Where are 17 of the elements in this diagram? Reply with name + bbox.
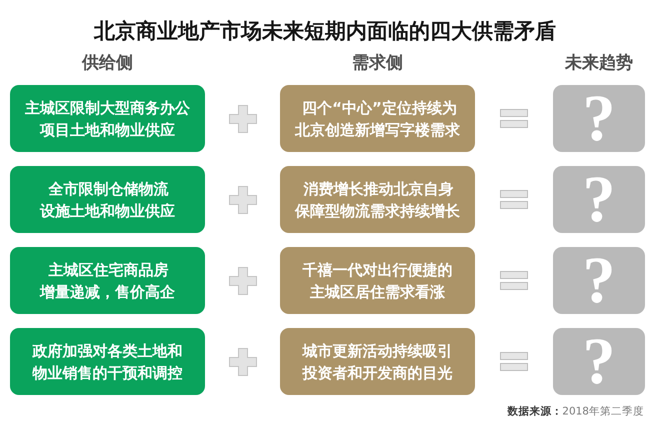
question-mark-box: ? (553, 166, 645, 233)
demand-box: 消费增长推动北京自身保障型物流需求持续增长 (280, 166, 475, 233)
demand-box: 城市更新活动持续吸引投资者和开发商的目光 (280, 328, 475, 395)
supply-box: 主城区限制大型商务办公项目土地和物业供应 (10, 85, 205, 152)
title: 北京商业地产市场未来短期内面临的四大供需矛盾 (94, 18, 556, 44)
column-heading: 需求侧 (352, 53, 403, 73)
supply-box: 全市限制仓储物流设施土地和物业供应 (10, 166, 205, 233)
supply-box: 主城区住宅商品房增量递减，售价高企 (10, 247, 205, 314)
demand-box: 四个“中心”定位持续为北京创造新增写字楼需求 (280, 85, 475, 152)
source-note: 数据来源：2018年第二季度 (507, 406, 644, 418)
question-mark-box: ? (553, 328, 645, 395)
question-mark-box: ? (553, 247, 645, 314)
demand-box: 千禧一代对出行便捷的主城区居住需求看涨 (280, 247, 475, 314)
question-mark-box: ? (553, 85, 645, 152)
supply-box: 政府加强对各类土地和物业销售的干预和调控 (10, 328, 205, 395)
column-heading: 供给侧 (82, 53, 133, 73)
column-heading: 未来趋势 (565, 53, 633, 73)
